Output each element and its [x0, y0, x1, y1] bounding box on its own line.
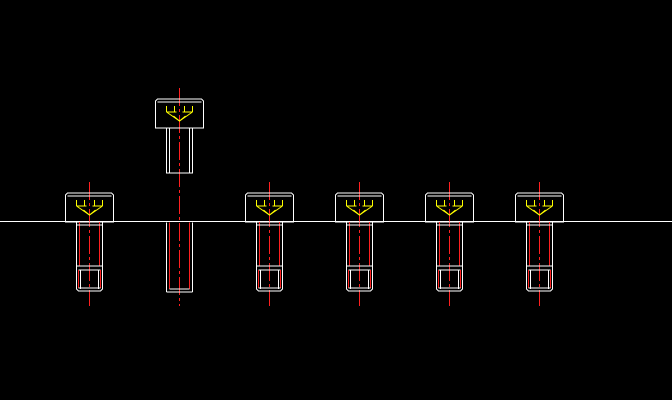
threaded-shank	[526, 222, 553, 292]
shank-outline	[256, 222, 283, 292]
screw-head	[65, 192, 114, 223]
hex-socket	[436, 200, 463, 216]
head-outline	[65, 192, 114, 223]
shank-outline	[526, 222, 553, 292]
socket-head-cap-screw	[245, 182, 294, 306]
hex-socket	[166, 106, 193, 122]
shank-outline	[166, 128, 193, 174]
threaded-shank	[436, 222, 463, 292]
screw-head	[425, 192, 474, 223]
socket-head-cap-screw	[335, 182, 384, 306]
socket-cone-inner	[443, 209, 456, 216]
shank-outline	[76, 222, 103, 292]
head-outline	[335, 192, 384, 223]
hex-socket	[256, 200, 283, 216]
socket-cone-inner	[353, 209, 366, 216]
hex-socket	[526, 200, 553, 216]
hex-socket	[346, 200, 373, 216]
threaded-shank	[346, 222, 373, 292]
socket-cone-inner	[173, 115, 186, 122]
threaded-shank	[256, 222, 283, 292]
threaded-shank	[76, 222, 103, 292]
screw-head	[245, 192, 294, 223]
screw-head	[155, 98, 204, 129]
tapped-hole	[166, 222, 193, 293]
head-outline	[155, 98, 204, 129]
hex-socket	[76, 200, 103, 216]
socket-cone-inner	[83, 209, 96, 216]
socket-cone-inner	[533, 209, 546, 216]
socket-head-cap-screw	[515, 182, 564, 306]
shank-outline	[436, 222, 463, 292]
screw-head	[335, 192, 384, 223]
head-outline	[515, 192, 564, 223]
socket-cone-inner	[263, 209, 276, 216]
socket-head-cap-screw	[155, 88, 204, 306]
plain-shank	[166, 128, 193, 174]
screw-head	[515, 192, 564, 223]
head-outline	[425, 192, 474, 223]
shank-outline	[346, 222, 373, 292]
screws-layer	[65, 88, 564, 306]
head-outline	[245, 192, 294, 223]
socket-head-cap-screw	[425, 182, 474, 306]
socket-head-cap-screw	[65, 182, 114, 306]
